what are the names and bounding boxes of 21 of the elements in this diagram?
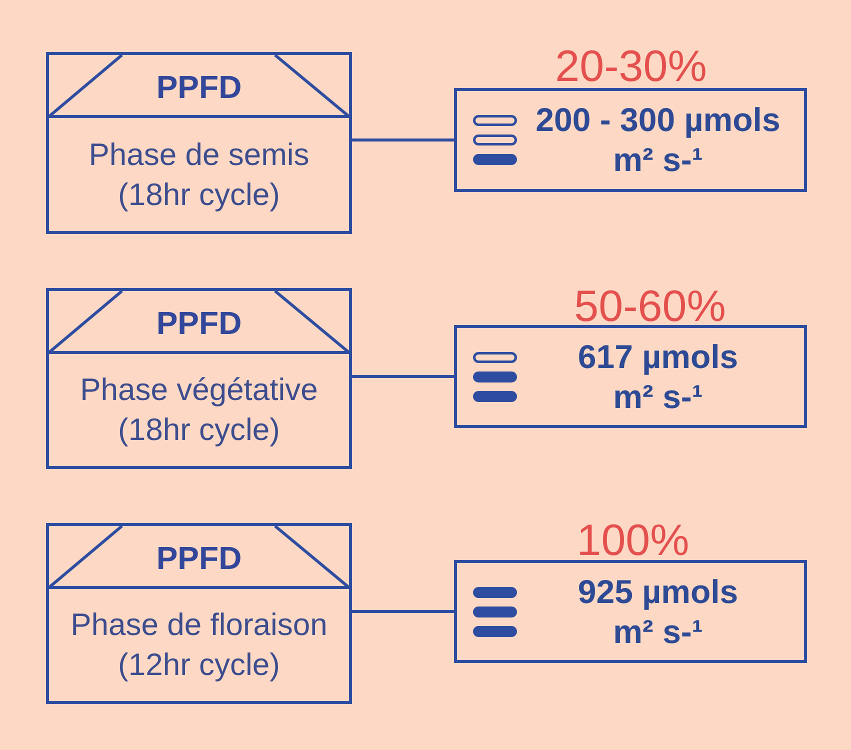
heading-text: PPFD [156,540,242,576]
percentage-label: 20-30% [555,49,707,85]
connector-line [352,138,454,142]
phase-label: Phase végétative (18hr cycle) [79,371,319,449]
phase-box [46,288,352,469]
phase-box [46,523,352,704]
heading-text: PPFD [156,68,242,104]
phase-box [46,52,352,234]
connector-line [352,610,454,613]
value-text: 200 - 300 µmols m² s-¹ [534,100,782,180]
phase-label: Phase de semis (18hr cycle) [88,136,310,214]
phase-label: Phase de floraison (12hr cycle) [70,606,328,684]
connector-line [352,375,454,378]
value-text: 617 µmols m² s-¹ [576,337,740,417]
heading-text: PPFD [156,304,242,340]
percentage-label: 50-60% [574,289,726,325]
value-text: 925 µmols m² s-¹ [576,572,740,652]
value-box [454,560,807,663]
percentage-label: 100% [576,523,690,559]
value-box [454,88,807,192]
value-box [454,325,807,428]
